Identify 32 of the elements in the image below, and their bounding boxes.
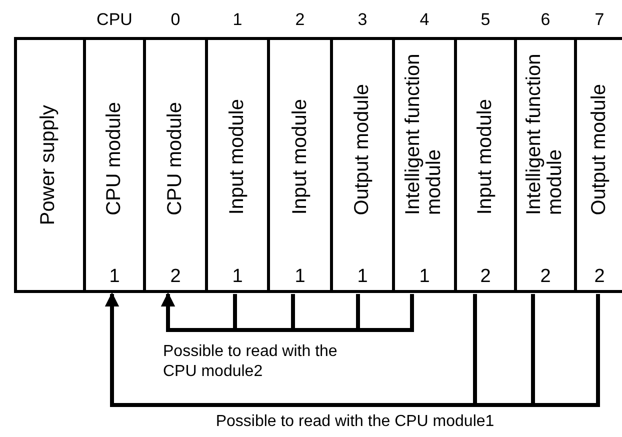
module-name: Input module — [290, 99, 310, 215]
cpu-number: 2 — [594, 266, 605, 288]
module-name: CPU module — [104, 102, 125, 215]
cpu-number: 1 — [357, 266, 368, 288]
slot-number: 1 — [232, 10, 242, 30]
power-supply-module — [14, 37, 86, 293]
connector-arrow — [161, 292, 414, 332]
slot-number: CPU — [96, 10, 132, 30]
slot-number: 6 — [540, 10, 550, 30]
slot-number: 0 — [170, 10, 180, 30]
slot-number: 5 — [480, 10, 490, 30]
module-name: Output module — [589, 84, 610, 215]
cpu-number: 2 — [480, 266, 491, 288]
cpu-number: 1 — [294, 266, 306, 288]
module-name: Output module — [352, 84, 373, 215]
module-name: Input module — [227, 99, 248, 215]
cpu-number: 1 — [419, 266, 430, 288]
slot-number: 2 — [295, 10, 305, 30]
module-name: CPU module — [165, 102, 186, 215]
slot-number: 3 — [358, 10, 368, 30]
cpu-number: 2 — [540, 266, 551, 288]
module-name: Input module — [475, 99, 496, 215]
caption-text: Possible to read with the CPU module1 — [214, 412, 496, 432]
module-name: Power supply — [38, 104, 60, 226]
cpu-number: 1 — [109, 266, 120, 288]
module-name: Intelligent function module — [402, 52, 446, 215]
cpu-number: 1 — [232, 266, 243, 288]
slot-number: 4 — [420, 10, 430, 30]
module-name: Intelligent function module — [524, 52, 566, 215]
slot-number: 7 — [594, 10, 604, 30]
caption-text: Possible to read with the CPU module2 — [163, 342, 338, 382]
cpu-number: 2 — [170, 266, 181, 288]
